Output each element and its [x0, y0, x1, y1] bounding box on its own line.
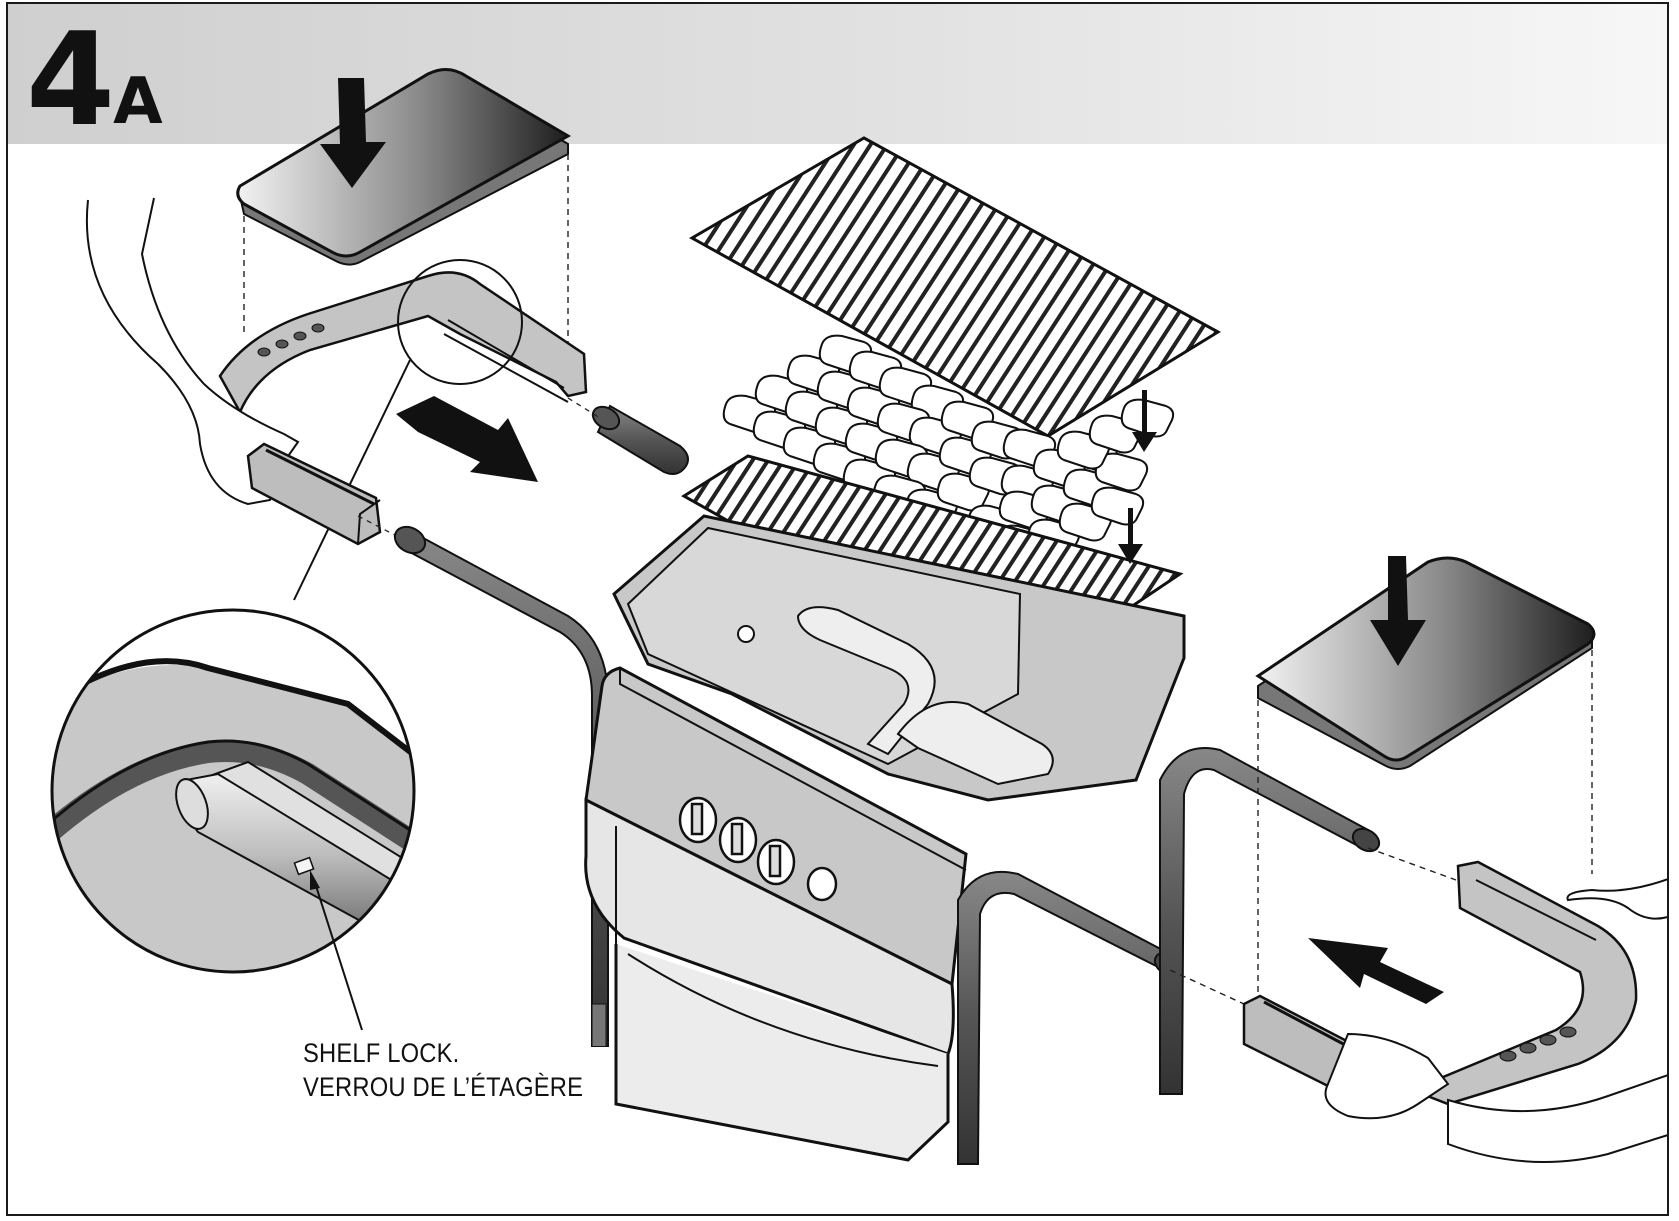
grill-cart — [584, 797, 955, 1162]
callout-line-en: SHELF LOCK. — [303, 1038, 460, 1068]
grill-assembly-drawing — [50, 68, 1667, 1165]
cooking-grate — [688, 136, 1221, 438]
right-shelf-top — [1255, 556, 1596, 770]
right-arrow-left — [396, 396, 538, 482]
zoom-circle-small — [293, 259, 523, 601]
step-letter: A — [113, 65, 163, 139]
shelf-lock-leader — [310, 870, 363, 1031]
step-digit: 4 — [26, 6, 115, 155]
control-knobs — [678, 796, 838, 902]
step-number: 4 A — [26, 6, 163, 155]
left-frame-tube — [393, 525, 609, 1047]
grill-firebox — [612, 514, 1186, 802]
shelf-lock-callout: SHELF LOCK. VERROU DE L’ÉTAGÈRE — [303, 1036, 583, 1104]
left-hand — [85, 197, 300, 506]
knob-3-icon[interactable] — [756, 838, 796, 886]
briquettes — [722, 334, 1175, 580]
detail-magnifier — [50, 608, 416, 974]
callout-line-fr: VERROU DE L’ÉTAGÈRE — [303, 1072, 584, 1102]
knob-2-icon[interactable] — [718, 816, 758, 864]
left-shelf-bracket — [218, 271, 588, 415]
left-bracket-piece — [246, 442, 382, 546]
down-arrow-left — [320, 78, 386, 188]
down-arrow-right — [1370, 556, 1426, 666]
header-band — [8, 4, 1667, 144]
guide-lines-left-shelf — [243, 154, 569, 374]
left-shelf-top — [236, 68, 572, 266]
right-hands — [1324, 878, 1667, 1163]
right-frame-tubes — [957, 747, 1381, 1165]
igniter-button-icon[interactable] — [806, 866, 838, 902]
illustration-frame: 4 A — [6, 2, 1669, 1216]
knob-1-icon[interactable] — [678, 796, 718, 844]
left-arrow-right — [1308, 938, 1444, 1004]
right-shelf-bracket — [1408, 860, 1638, 1106]
short-tube — [591, 404, 689, 475]
guide-lines-right-shelf — [1169, 650, 1593, 1008]
control-panel — [584, 666, 968, 987]
